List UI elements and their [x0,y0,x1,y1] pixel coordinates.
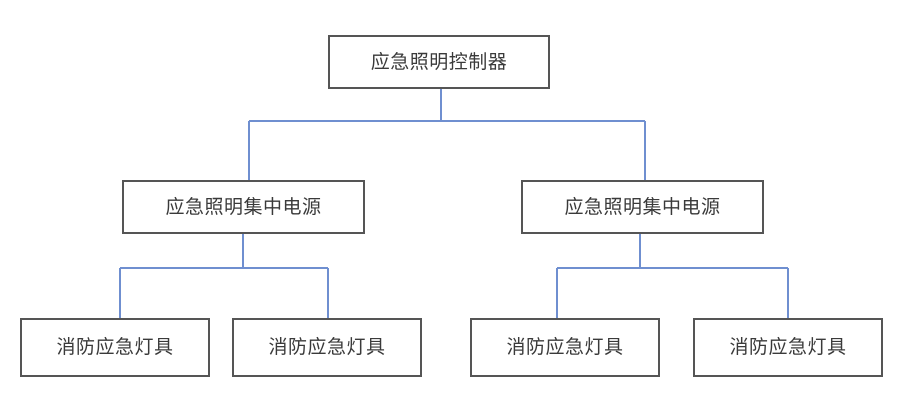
node-label: 应急照明集中电源 [564,196,721,218]
node-label: 应急照明控制器 [370,51,508,73]
node-label: 消防应急灯具 [506,337,624,358]
node-label: 应急照明集中电源 [165,196,322,218]
node-fire-emergency-luminaire-4[interactable]: 消防应急灯具 [693,318,883,377]
node-fire-emergency-luminaire-1[interactable]: 消防应急灯具 [20,318,210,377]
node-label: 消防应急灯具 [268,337,386,358]
node-fire-emergency-luminaire-3[interactable]: 消防应急灯具 [470,318,660,377]
node-central-power-supply-left[interactable]: 应急照明集中电源 [122,180,365,234]
node-label: 消防应急灯具 [56,337,174,358]
node-emergency-lighting-controller[interactable]: 应急照明控制器 [328,35,550,89]
node-central-power-supply-right[interactable]: 应急照明集中电源 [521,180,764,234]
node-label: 消防应急灯具 [729,337,847,358]
node-fire-emergency-luminaire-2[interactable]: 消防应急灯具 [232,318,422,377]
